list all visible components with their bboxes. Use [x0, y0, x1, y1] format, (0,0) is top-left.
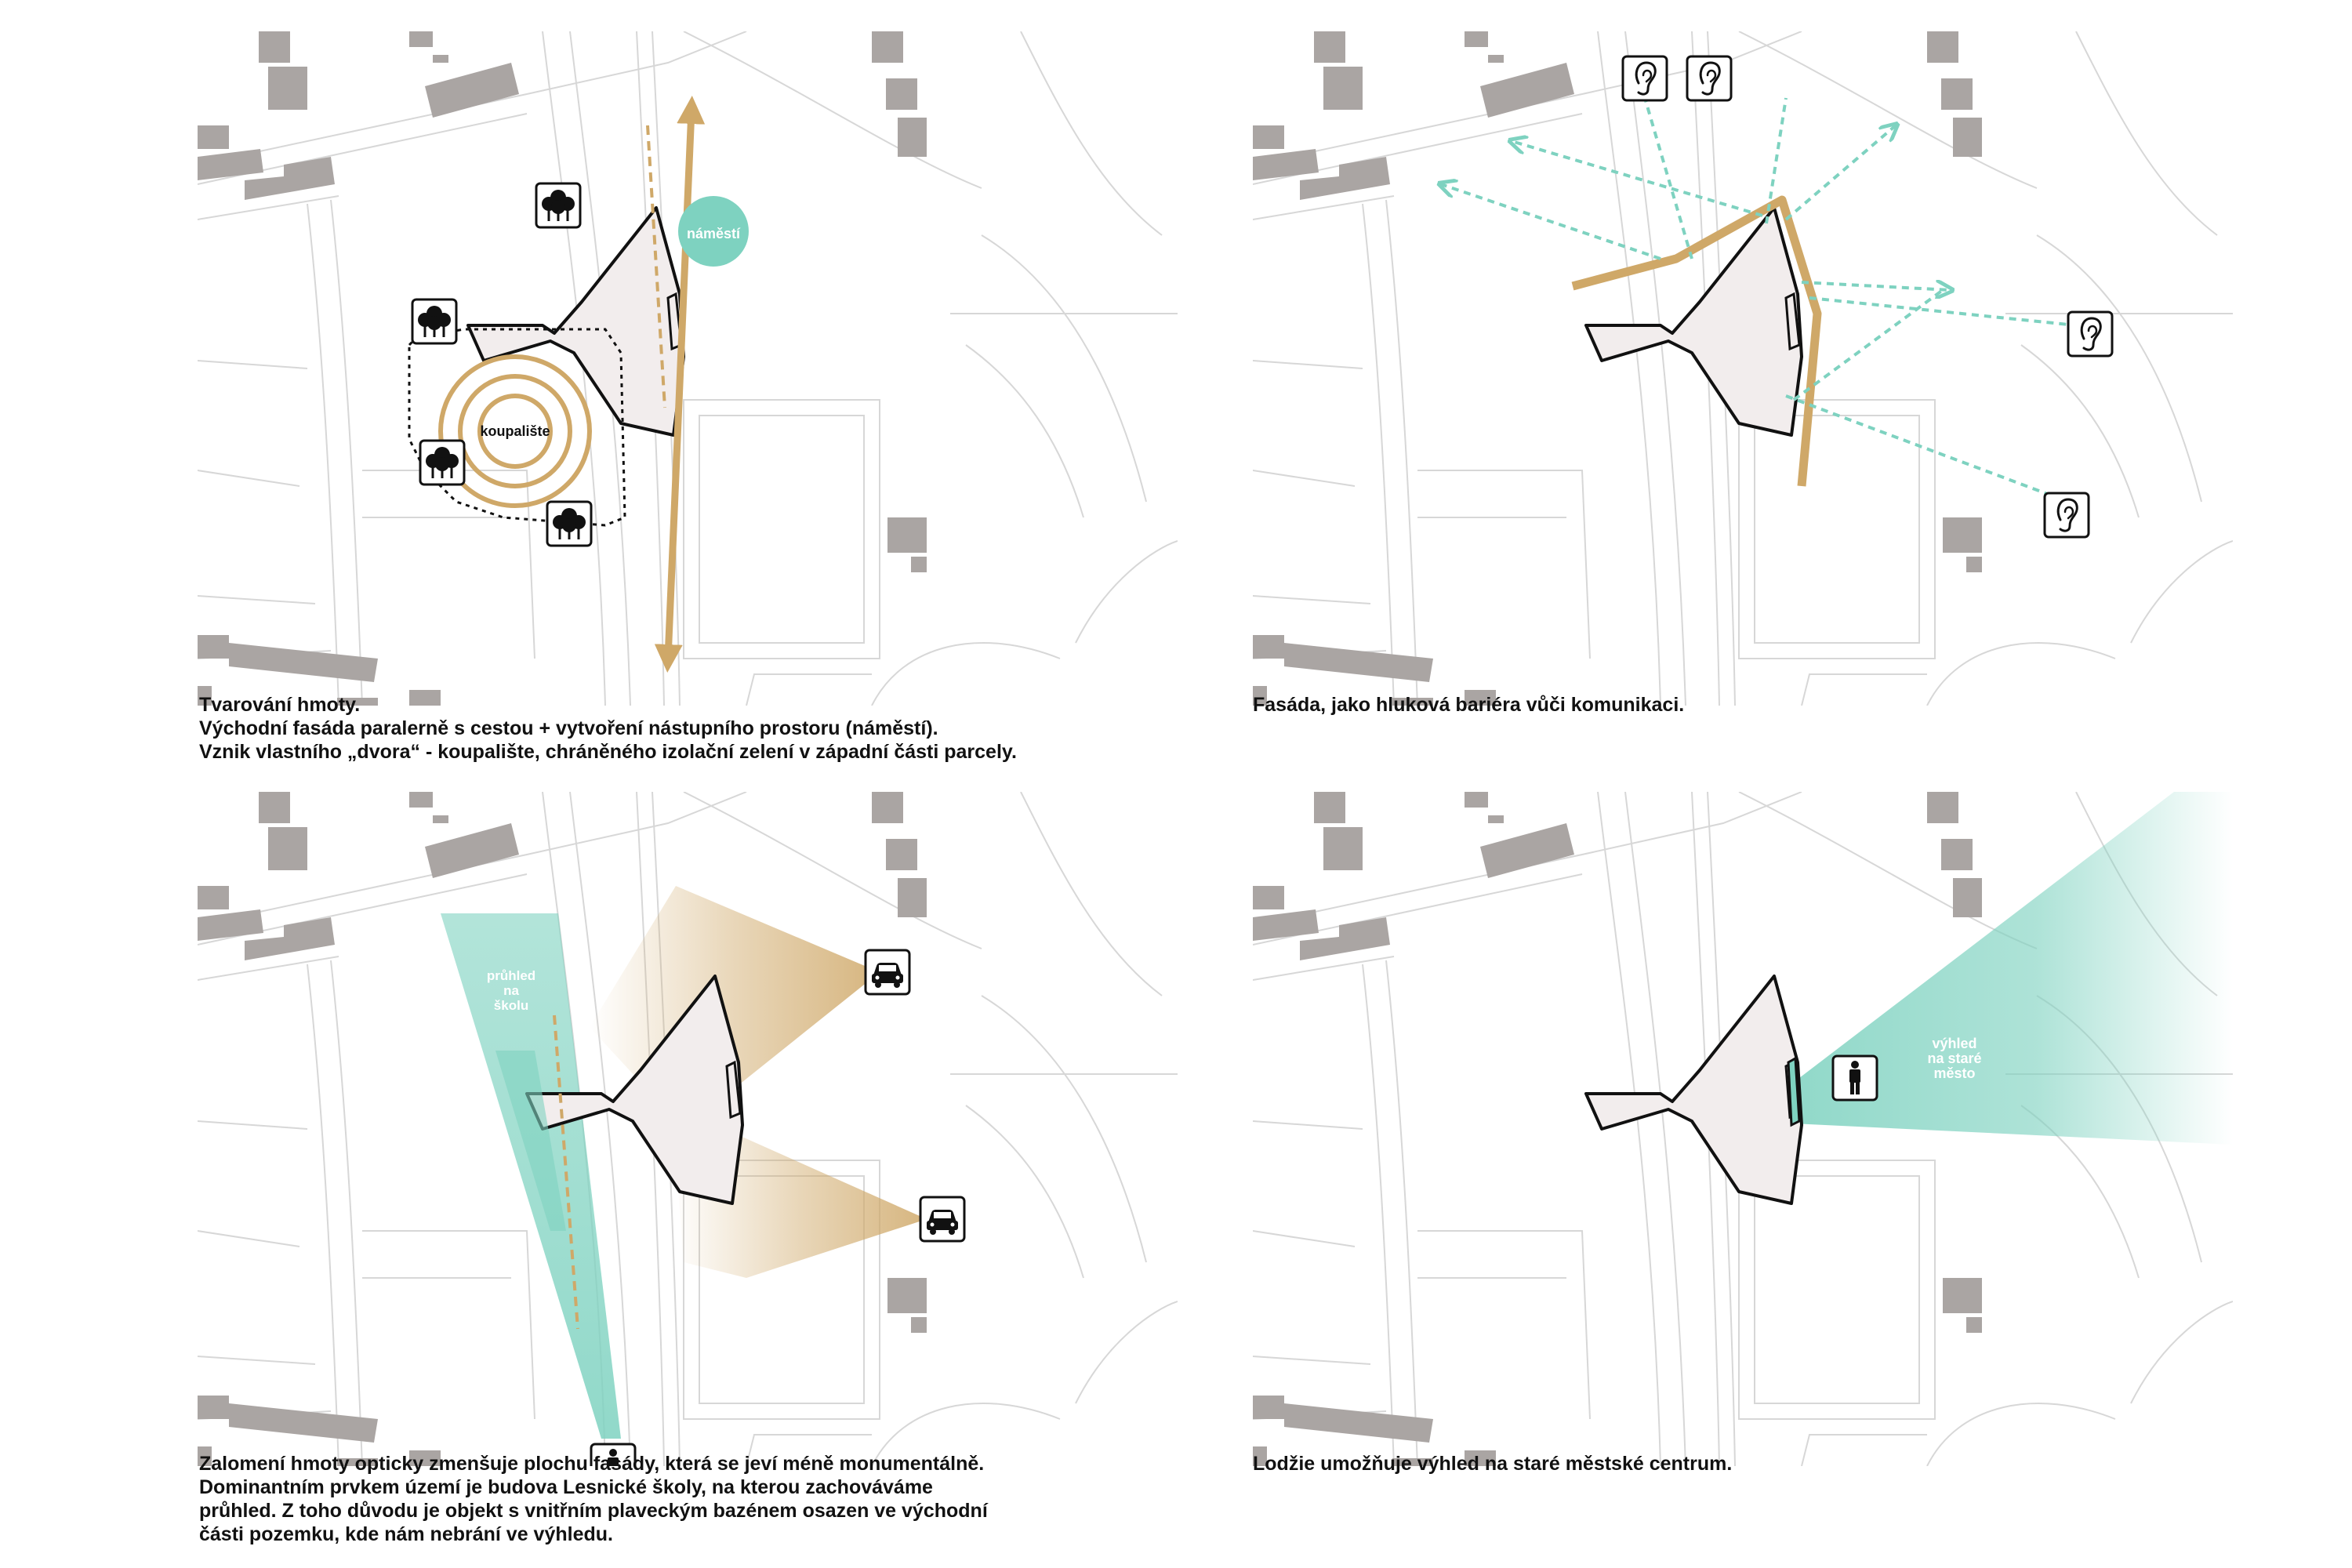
caption-line: Zalomení hmoty opticky zmenšuje plochu f… — [199, 1453, 985, 1475]
view-label-line: na staré — [1927, 1051, 1982, 1066]
caption-noise-barrier: Fasáda, jako hluková bariéra vůči komuni… — [1253, 693, 1684, 717]
facade-parallel-dashed — [553, 1014, 579, 1330]
facade-barrier — [1571, 195, 1822, 487]
caption-line: Lodžie umožňuje výhled na staré městské … — [1253, 1453, 1733, 1475]
caption-line: Vznik vlastního „dvora“ - koupalište, ch… — [199, 741, 1017, 763]
path-arrow — [654, 96, 706, 673]
diagram-panel-noise-barrier — [1253, 31, 2233, 706]
square-marker — [678, 196, 749, 267]
loggia — [1787, 1056, 1801, 1127]
car-icon — [919, 1196, 966, 1243]
view-label-line: výhled — [1932, 1036, 1977, 1051]
view-fan — [1743, 792, 2233, 1145]
diagram-panel-view-corridor: průhled na školu — [198, 792, 1178, 1466]
site-map — [198, 792, 1178, 1466]
caption-line: Východní fasáda paralerně s cestou + vyt… — [199, 717, 938, 739]
view-label-line: průhled — [486, 968, 536, 983]
pool-rings — [438, 354, 592, 508]
person-icon — [1831, 1054, 1878, 1102]
trees-icon — [419, 439, 466, 486]
car-icon — [864, 949, 911, 996]
view-corridor — [441, 913, 621, 1439]
site-map — [1253, 792, 2233, 1466]
site-map — [198, 31, 1178, 706]
caption-loggia-view: Lodžie umožňuje výhled na staré městské … — [1253, 1452, 1732, 1475]
view-label: výhled na staré město — [1907, 1036, 2002, 1081]
view-label-line: na — [503, 983, 519, 998]
caption-line: Tvarování hmoty. — [199, 694, 361, 716]
square-label: náměstí — [686, 226, 741, 241]
building-footprint — [1584, 975, 1803, 1205]
caption-line: části pozemku, kde nám nebrání ve výhled… — [199, 1523, 613, 1545]
diagram-panel-loggia-view: výhled na staré město — [1253, 792, 2233, 1466]
pool-label: koupalište — [480, 423, 550, 439]
diagram-panel-massing: náměstí koupalište — [198, 31, 1178, 706]
view-label-line: město — [1933, 1065, 1976, 1081]
sound-arrows — [1441, 97, 2077, 503]
caption-view-corridor: Zalomení hmoty opticky zmenšuje plochu f… — [199, 1452, 988, 1546]
trees-icon — [546, 500, 593, 547]
trees-icon — [535, 182, 582, 229]
caption-massing: Tvarování hmoty. Východní fasáda paraler… — [199, 693, 1017, 764]
ear-icon — [1621, 55, 1668, 102]
caption-line: Fasáda, jako hluková bariéra vůči komuni… — [1253, 694, 1685, 716]
view-label-line: školu — [493, 998, 529, 1013]
ear-icon — [1686, 55, 1733, 102]
caption-line: průhled. Z toho důvodu je objekt s vnitř… — [199, 1500, 988, 1522]
site-map — [1253, 31, 2233, 706]
ear-icon — [2043, 492, 2090, 539]
trees-icon — [411, 298, 458, 345]
building-footprint — [1584, 206, 1803, 437]
caption-line: Dominantním prvkem území je budova Lesni… — [199, 1476, 933, 1498]
ear-icon — [2067, 310, 2114, 358]
view-corridor-label: průhled na školu — [476, 968, 546, 1013]
